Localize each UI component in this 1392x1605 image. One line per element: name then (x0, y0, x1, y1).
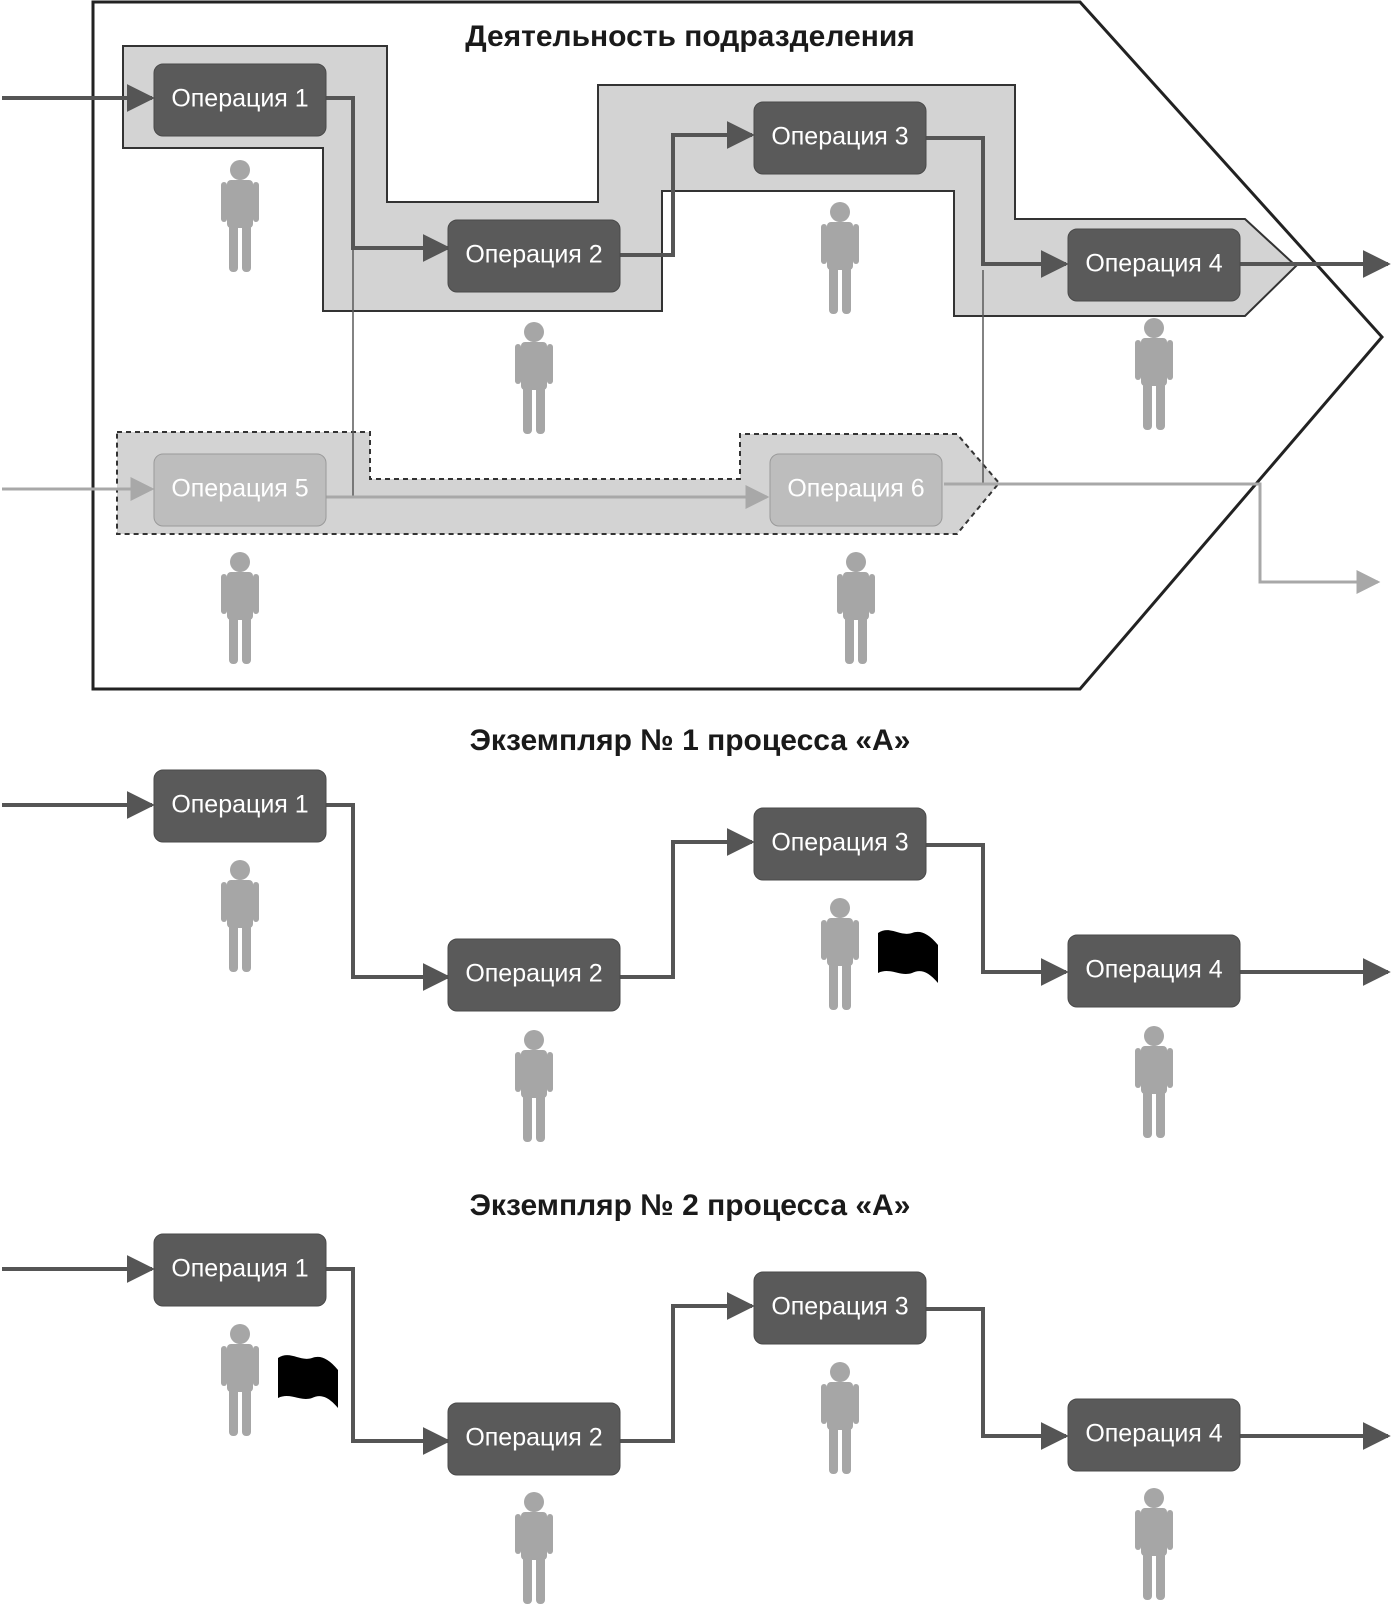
flow-arrow-3-4 (925, 136, 1069, 278)
department-title: Деятельность подразделения (465, 20, 915, 53)
person-icon (515, 1030, 553, 1142)
operation-label: Операция 1 (171, 1255, 308, 1283)
operation-3[interactable]: Операция 3 (753, 101, 927, 175)
person-icon (221, 1324, 259, 1436)
operation-label: Операция 5 (171, 475, 308, 503)
operation-label: Операция 3 (771, 1293, 908, 1321)
person-icon (1135, 1026, 1173, 1138)
flow-arrow-1-2 (326, 96, 451, 262)
operation-4[interactable]: Операция 4 (1067, 1398, 1241, 1472)
flow-arrow-1-2 (326, 803, 451, 991)
operation-label: Операция 4 (1085, 250, 1222, 278)
instance-1-section: Экземпляр № 1 процесса «А» Операция 1 Оп… (2, 724, 1391, 1142)
flag-icon (876, 925, 938, 1005)
operation-2[interactable]: Операция 2 (447, 219, 621, 293)
operation-3[interactable]: Операция 3 (753, 807, 927, 881)
operation-4[interactable]: Операция 4 (1067, 934, 1241, 1008)
operation-1[interactable]: Операция 1 (153, 1233, 327, 1307)
operation-6[interactable]: Операция 6 (769, 453, 943, 527)
operation-1[interactable]: Операция 1 (153, 63, 327, 137)
flow-arrow-3-4 (925, 843, 1069, 986)
operation-2[interactable]: Операция 2 (447, 1402, 621, 1476)
instance-2-title: Экземпляр № 2 процесса «А» (470, 1189, 911, 1222)
operation-3[interactable]: Операция 3 (753, 1271, 927, 1345)
operation-2[interactable]: Операция 2 (447, 938, 621, 1012)
operation-label: Операция 1 (171, 791, 308, 819)
flag-icon (276, 1350, 338, 1430)
person-icon (1135, 1488, 1173, 1600)
person-icon (821, 1362, 859, 1474)
department-activity-section: Деятельность подразделения Операция 1 Оп… (2, 0, 1391, 691)
flow-arrow-2-3 (620, 828, 755, 979)
operation-4[interactable]: Операция 4 (1067, 228, 1241, 302)
operation-label: Операция 4 (1085, 1420, 1222, 1448)
person-icon (821, 898, 859, 1010)
flow-arrow-1-2 (326, 1267, 451, 1455)
operation-label: Операция 6 (787, 475, 924, 503)
operation-label: Операция 3 (771, 829, 908, 857)
operation-5[interactable]: Операция 5 (153, 453, 327, 527)
flow-arrow-2-3 (620, 1292, 755, 1443)
person-icon (221, 860, 259, 972)
operation-label: Операция 3 (771, 123, 908, 151)
operation-label: Операция 4 (1085, 956, 1222, 984)
flow-arrow-2-3 (620, 121, 755, 257)
instance-1-title: Экземпляр № 1 процесса «А» (470, 724, 911, 757)
flow-arrow-out-secondary (944, 482, 1381, 594)
flow-arrow-3-4 (925, 1307, 1069, 1450)
operation-label: Операция 2 (465, 960, 602, 988)
person-icon (515, 1492, 553, 1604)
operation-1[interactable]: Операция 1 (153, 769, 327, 843)
operation-label: Операция 2 (465, 241, 602, 269)
operation-label: Операция 1 (171, 85, 308, 113)
operation-label: Операция 2 (465, 1424, 602, 1452)
instance-2-section: Экземпляр № 2 процесса «А» Операция 1 Оп… (2, 1189, 1391, 1604)
